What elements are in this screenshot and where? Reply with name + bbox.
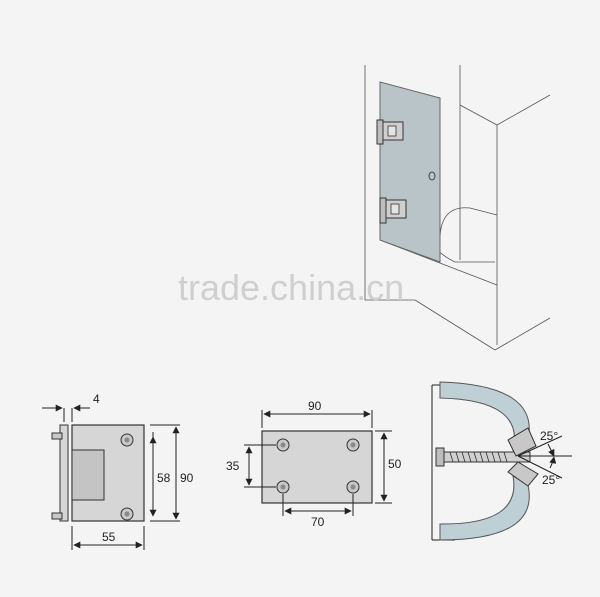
plate-drawing: 90 35 50 70	[226, 399, 402, 529]
dim-hinge-thickness: 4	[93, 392, 100, 406]
swing-block-upper	[507, 427, 537, 457]
hinge-pin-top	[51, 432, 63, 440]
dim-hinge-width: 55	[102, 530, 116, 544]
door-knob-hole	[428, 171, 436, 181]
installation-illustration	[364, 65, 551, 351]
floor-edge	[414, 299, 496, 351]
lower-hinge	[379, 197, 407, 224]
upper-hinge	[376, 119, 404, 145]
swing-block-lower	[507, 461, 539, 487]
hinge-pin-bottom	[51, 512, 63, 520]
swing-angle-top: 25°	[540, 429, 558, 443]
dim-plate-height-left: 35	[226, 459, 240, 473]
hinge-knuckle	[71, 449, 105, 501]
floor-edge-right	[494, 317, 551, 351]
swing-drawing: 25° 25°	[431, 381, 572, 541]
tub-curve	[439, 207, 498, 241]
hinge-wall-plate	[59, 424, 69, 522]
wall-outline-left	[364, 65, 415, 301]
swing-angle-bottom: 25°	[542, 473, 560, 487]
dim-plate-width-bottom: 70	[311, 515, 325, 529]
dim-plate-width-top: 90	[308, 399, 322, 413]
swing-glass-lower	[439, 475, 530, 541]
ceiling-edge	[459, 94, 551, 126]
dim-plate-height-right: 50	[388, 457, 402, 471]
hinge-drawing: 4 58 90 55	[42, 392, 194, 550]
watermark-text: trade.china.cn	[178, 267, 404, 308]
dim-hinge-height-inner: 58	[157, 471, 171, 485]
dim-hinge-height-outer: 90	[180, 471, 194, 485]
